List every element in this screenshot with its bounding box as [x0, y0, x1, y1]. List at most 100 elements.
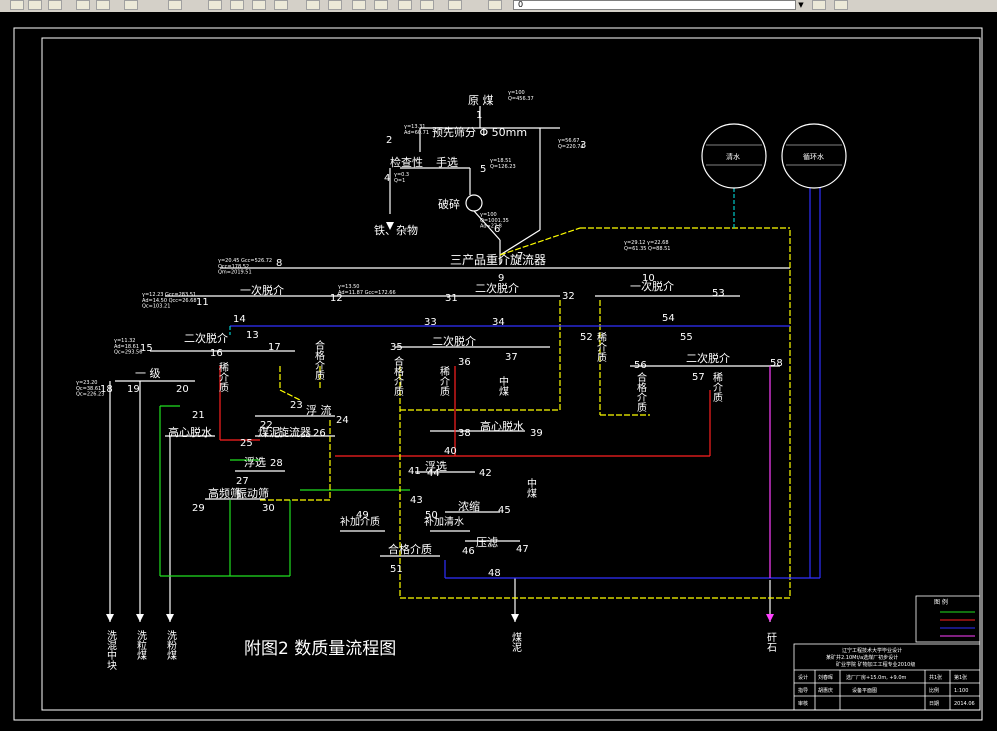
redo-icon[interactable]	[168, 0, 182, 10]
svg-text:42: 42	[479, 468, 492, 479]
svg-text:γ=56.67Q=220.74: γ=56.67Q=220.74	[558, 138, 584, 150]
calculator-icon[interactable]	[420, 0, 434, 10]
output-arrows	[106, 222, 519, 622]
undo-icon[interactable]	[124, 0, 138, 10]
svg-text:γ=0.3Q=1: γ=0.3Q=1	[394, 172, 409, 184]
svg-text:8: 8	[276, 258, 282, 269]
svg-text:设备平面图: 设备平面图	[852, 687, 877, 694]
node-numbers: 1 2 3 4 5 6 7 8 9 10 11 12 13 14 15 16 1…	[100, 110, 783, 579]
svg-text:10: 10	[642, 273, 655, 284]
svg-text:44: 44	[427, 468, 440, 479]
sec-med-3-label: 二次脱介	[432, 334, 476, 348]
svg-text:14: 14	[233, 314, 246, 325]
preview-icon[interactable]	[76, 0, 90, 10]
svg-text:32: 32	[562, 291, 575, 302]
layer-select[interactable]: 0	[513, 0, 805, 10]
iron-label: 铁、杂物	[374, 223, 418, 237]
svg-text:日期: 日期	[929, 701, 939, 707]
yellow-flow-lines	[260, 227, 791, 599]
chevron-down-icon[interactable]: ▼	[795, 0, 806, 10]
svg-text:40: 40	[444, 446, 457, 457]
svg-text:22: 22	[260, 420, 273, 431]
drawing-canvas[interactable]: 清水 循环水 原 煤 预先筛分 Φ 50mm 检查性 手选 破碎 铁、杂物 三产…	[0, 12, 997, 727]
svg-text:1: 1	[476, 110, 482, 121]
help-icon[interactable]	[448, 0, 462, 10]
svg-text:54: 54	[662, 313, 675, 324]
markup-icon[interactable]	[398, 0, 412, 10]
pan-icon[interactable]	[96, 0, 110, 10]
tank-1-label: 清水	[726, 152, 740, 161]
zoom-window-icon[interactable]	[230, 0, 244, 10]
svg-text:38: 38	[458, 428, 471, 439]
qual-med-4-label: 合格介质	[635, 371, 647, 413]
qual-med-2-label: 合格介质	[313, 339, 325, 381]
outer-frame	[13, 27, 983, 721]
tool-palette-icon[interactable]	[352, 0, 366, 10]
svg-text:46: 46	[462, 546, 475, 557]
inner-frame	[41, 37, 981, 711]
svg-text:45: 45	[498, 505, 511, 516]
zoom-realtime-icon[interactable]	[208, 0, 222, 10]
dilute-1-label: 稀介质	[217, 361, 229, 393]
svg-text:28: 28	[270, 458, 283, 469]
supp-med-label: 补加介质	[340, 515, 380, 528]
svg-text:指导: 指导	[798, 687, 808, 694]
svg-text:57: 57	[692, 372, 705, 383]
svg-text:43: 43	[410, 495, 423, 506]
svg-text:4: 4	[384, 173, 390, 184]
layer-properties-icon[interactable]	[834, 0, 848, 10]
svg-text:20: 20	[176, 384, 189, 395]
flowsheet-drawing: 清水 循环水 原 煤 预先筛分 Φ 50mm 检查性 手选 破碎 铁、杂物 三产…	[13, 27, 983, 721]
print-icon[interactable]	[48, 0, 62, 10]
save-icon[interactable]	[28, 0, 42, 10]
title-block-text: 辽宁工程技术大学毕业设计 某矿井2.10Mt/a选煤厂初步设计 矿业学院 矿物加…	[798, 647, 975, 707]
svg-text:比例: 比例	[929, 687, 939, 694]
svg-text:49: 49	[356, 510, 369, 521]
svg-text:31: 31	[445, 293, 458, 304]
svg-text:18: 18	[100, 384, 113, 395]
svg-text:6: 6	[494, 224, 500, 235]
layer-manager-icon[interactable]	[488, 0, 502, 10]
cyan-flow-lines	[229, 188, 735, 335]
raw-coal-label: 原 煤	[468, 94, 494, 107]
layer-state-icon[interactable]	[812, 0, 826, 10]
svg-text:9: 9	[498, 273, 504, 284]
svg-text:15: 15	[140, 343, 153, 354]
dilute-4-label: 稀介质	[711, 371, 723, 403]
zoom-extents-icon[interactable]	[274, 0, 288, 10]
press-label: 压滤	[476, 536, 498, 549]
output-1-label: 洗混中块	[105, 630, 117, 671]
svg-text:26: 26	[313, 428, 326, 439]
qual-med-3-label: 合格介质	[392, 355, 404, 397]
svg-text:21: 21	[192, 410, 205, 421]
svg-text:30: 30	[262, 503, 275, 514]
open-icon[interactable]	[10, 0, 24, 10]
crush-label: 破碎	[438, 197, 460, 211]
legend: 图 例	[915, 595, 981, 643]
svg-text:58: 58	[770, 358, 783, 369]
properties-icon[interactable]	[306, 0, 320, 10]
svg-text:34: 34	[492, 317, 505, 328]
desliming-label: 旋流器	[278, 425, 311, 439]
first-med-1-label: 一次脱介	[240, 283, 284, 297]
design-center-icon[interactable]	[328, 0, 342, 10]
zoom-previous-icon[interactable]	[252, 0, 266, 10]
flotation-1-label: 浮选	[244, 456, 266, 469]
output-5-label: 矸石	[765, 632, 777, 652]
svg-text:23: 23	[290, 400, 303, 411]
svg-text:50: 50	[425, 510, 438, 521]
svg-text:5: 5	[480, 164, 486, 175]
svg-text:设计: 设计	[798, 674, 808, 681]
svg-text:51: 51	[390, 564, 403, 575]
blue-flow-lines	[230, 188, 821, 579]
level-1-label: 一 级	[135, 367, 161, 380]
screen-label: 高频筛	[208, 486, 241, 500]
svg-text:12: 12	[330, 293, 343, 304]
red-flow-lines	[219, 366, 711, 457]
output-2-label: 洗粒煤	[135, 630, 147, 661]
sheetset-icon[interactable]	[374, 0, 388, 10]
